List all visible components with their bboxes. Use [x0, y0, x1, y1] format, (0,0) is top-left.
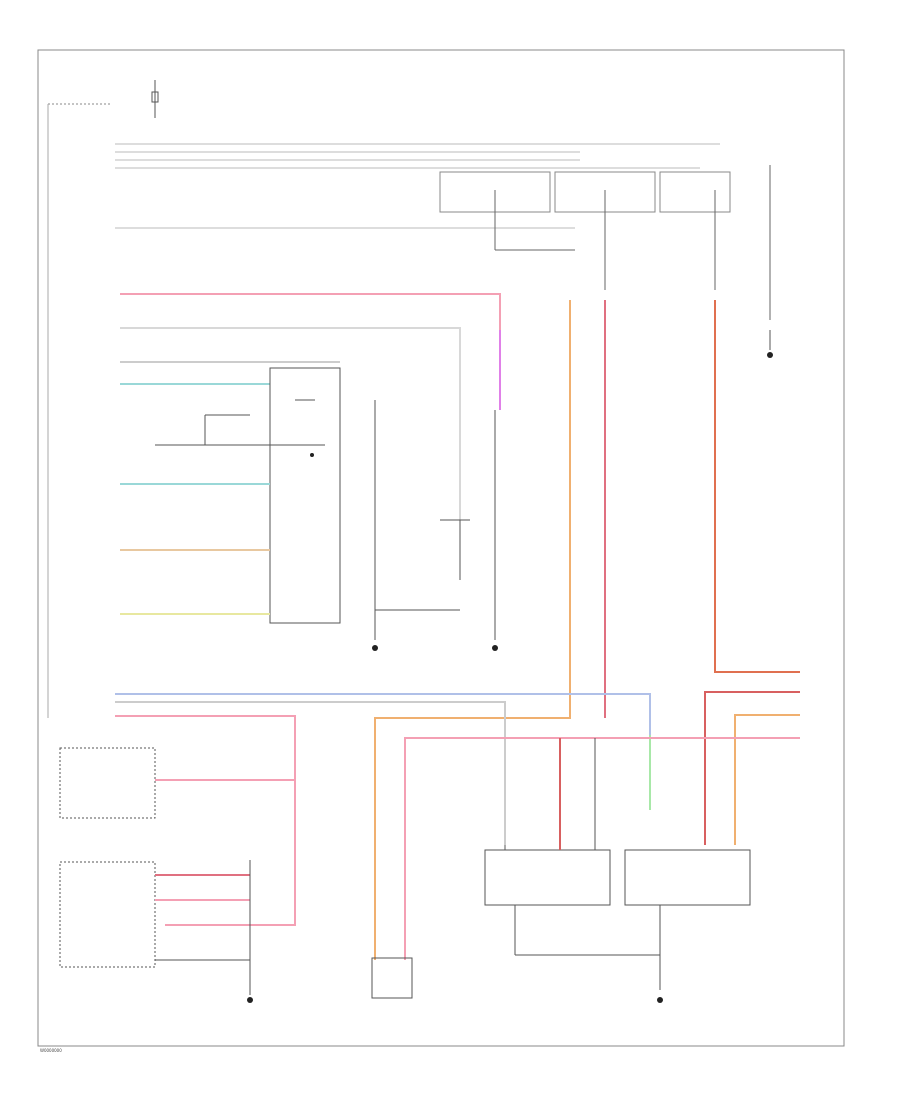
footer-label: W0000000 [40, 1048, 62, 1053]
wire-red-right [714, 300, 800, 673]
wire-orange-vertical [374, 300, 571, 960]
power-bus-lines [115, 143, 720, 229]
bottom-small-switch [371, 957, 413, 999]
center-switch-1 [372, 400, 460, 651]
switch-module-left [484, 738, 660, 956]
wire-right-pink [404, 737, 800, 960]
wire-right-orange [734, 714, 800, 845]
ground-symbol-right-top [767, 330, 773, 358]
wire-right-red [704, 691, 800, 845]
wire-grey-bus [115, 701, 506, 845]
left-component-upper [59, 747, 295, 819]
center-switch-2 [440, 410, 498, 651]
wire-pink-top [120, 293, 501, 410]
wire-grey-row2 [120, 327, 461, 520]
switch-block-left [155, 367, 341, 624]
wire-pink-bus [115, 715, 296, 926]
diagram-frame [37, 49, 845, 1047]
left-component-lower [59, 860, 253, 1003]
top-fuse-block [47, 80, 159, 718]
fuse-relay-box [439, 165, 771, 320]
switch-module-right [624, 849, 751, 1003]
